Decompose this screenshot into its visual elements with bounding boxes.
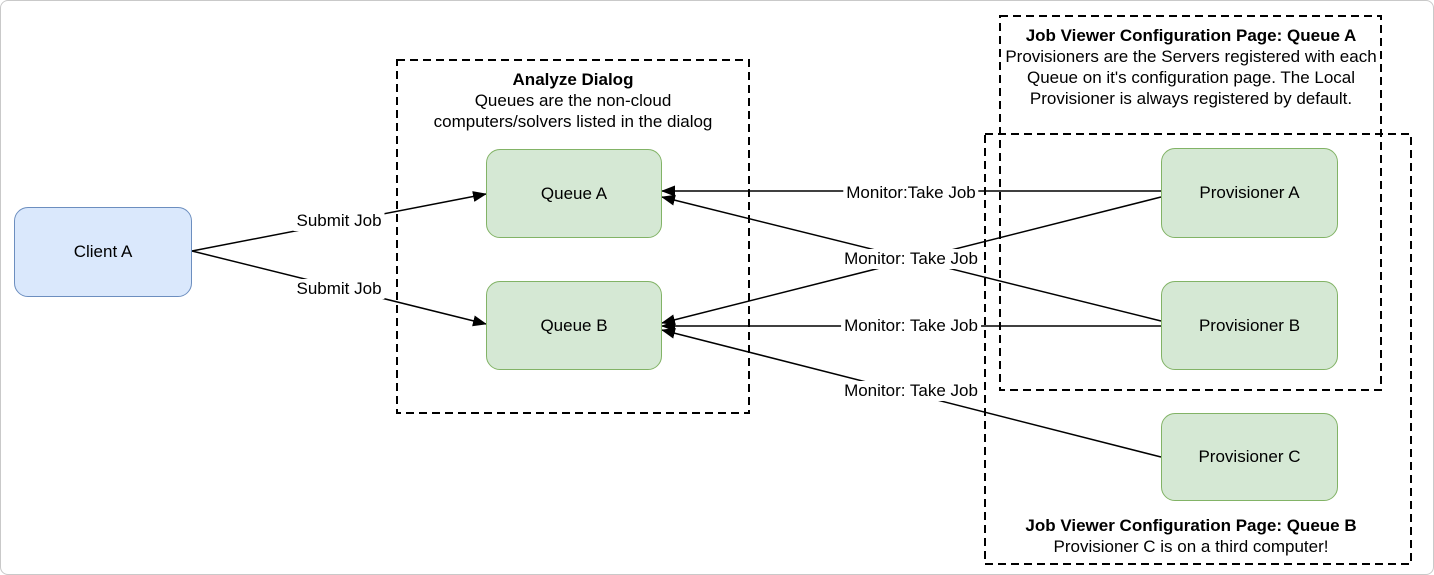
analyze-dialog-annotation: Analyze Dialog Queues are the non-cloud … xyxy=(414,69,732,132)
node-provisioner-a: Provisioner A xyxy=(1161,148,1338,238)
edge-label-monitor-provisioner-c-queue-b: Monitor: Take Job xyxy=(841,381,981,401)
edge-label-monitor-provisioner-b-queue-b: Monitor: Take Job xyxy=(841,316,981,336)
queue-b-config-title: Job Viewer Configuration Page: Queue B xyxy=(1025,516,1357,535)
queue-b-config-description: Provisioner C is on a third computer! xyxy=(1053,537,1329,556)
node-provisioner-a-label: Provisioner A xyxy=(1199,183,1300,202)
analyze-dialog-description: Queues are the non-cloud computers/solve… xyxy=(433,91,713,131)
node-provisioner-b-label: Provisioner B xyxy=(1198,315,1301,335)
node-queue-a-label: Queue A xyxy=(540,183,608,203)
analyze-dialog-group-box xyxy=(396,59,750,414)
node-provisioner-c: Provisioner C xyxy=(1161,413,1338,501)
edge-label-monitor-crossing: Monitor: Take Job xyxy=(841,249,981,269)
queue-b-config-annotation: Job Viewer Configuration Page: Queue B P… xyxy=(988,515,1394,557)
edge-label-submit-job-queue-a: Submit Job xyxy=(293,211,385,231)
edge-label-monitor-provisioner-a-queue-a: Monitor:Take Job xyxy=(843,183,979,203)
edge-label-submit-job-queue-b: Submit Job xyxy=(293,279,385,299)
node-queue-b-label: Queue B xyxy=(540,315,608,335)
queue-a-config-description: Provisioners are the Servers registered … xyxy=(1005,47,1377,108)
node-client-a-label: Client A xyxy=(73,242,133,261)
node-queue-a: Queue A xyxy=(486,149,662,238)
node-provisioner-c-label: Provisioner C xyxy=(1198,447,1301,466)
queue-a-config-annotation: Job Viewer Configuration Page: Queue A P… xyxy=(1005,25,1377,109)
analyze-dialog-title: Analyze Dialog xyxy=(512,70,634,89)
node-client-a: Client A xyxy=(14,207,192,297)
queue-b-config-group-box xyxy=(984,133,1412,565)
node-queue-b: Queue B xyxy=(486,281,662,370)
queue-a-config-title: Job Viewer Configuration Page: Queue A xyxy=(1025,26,1357,45)
node-provisioner-b: Provisioner B xyxy=(1161,281,1338,370)
